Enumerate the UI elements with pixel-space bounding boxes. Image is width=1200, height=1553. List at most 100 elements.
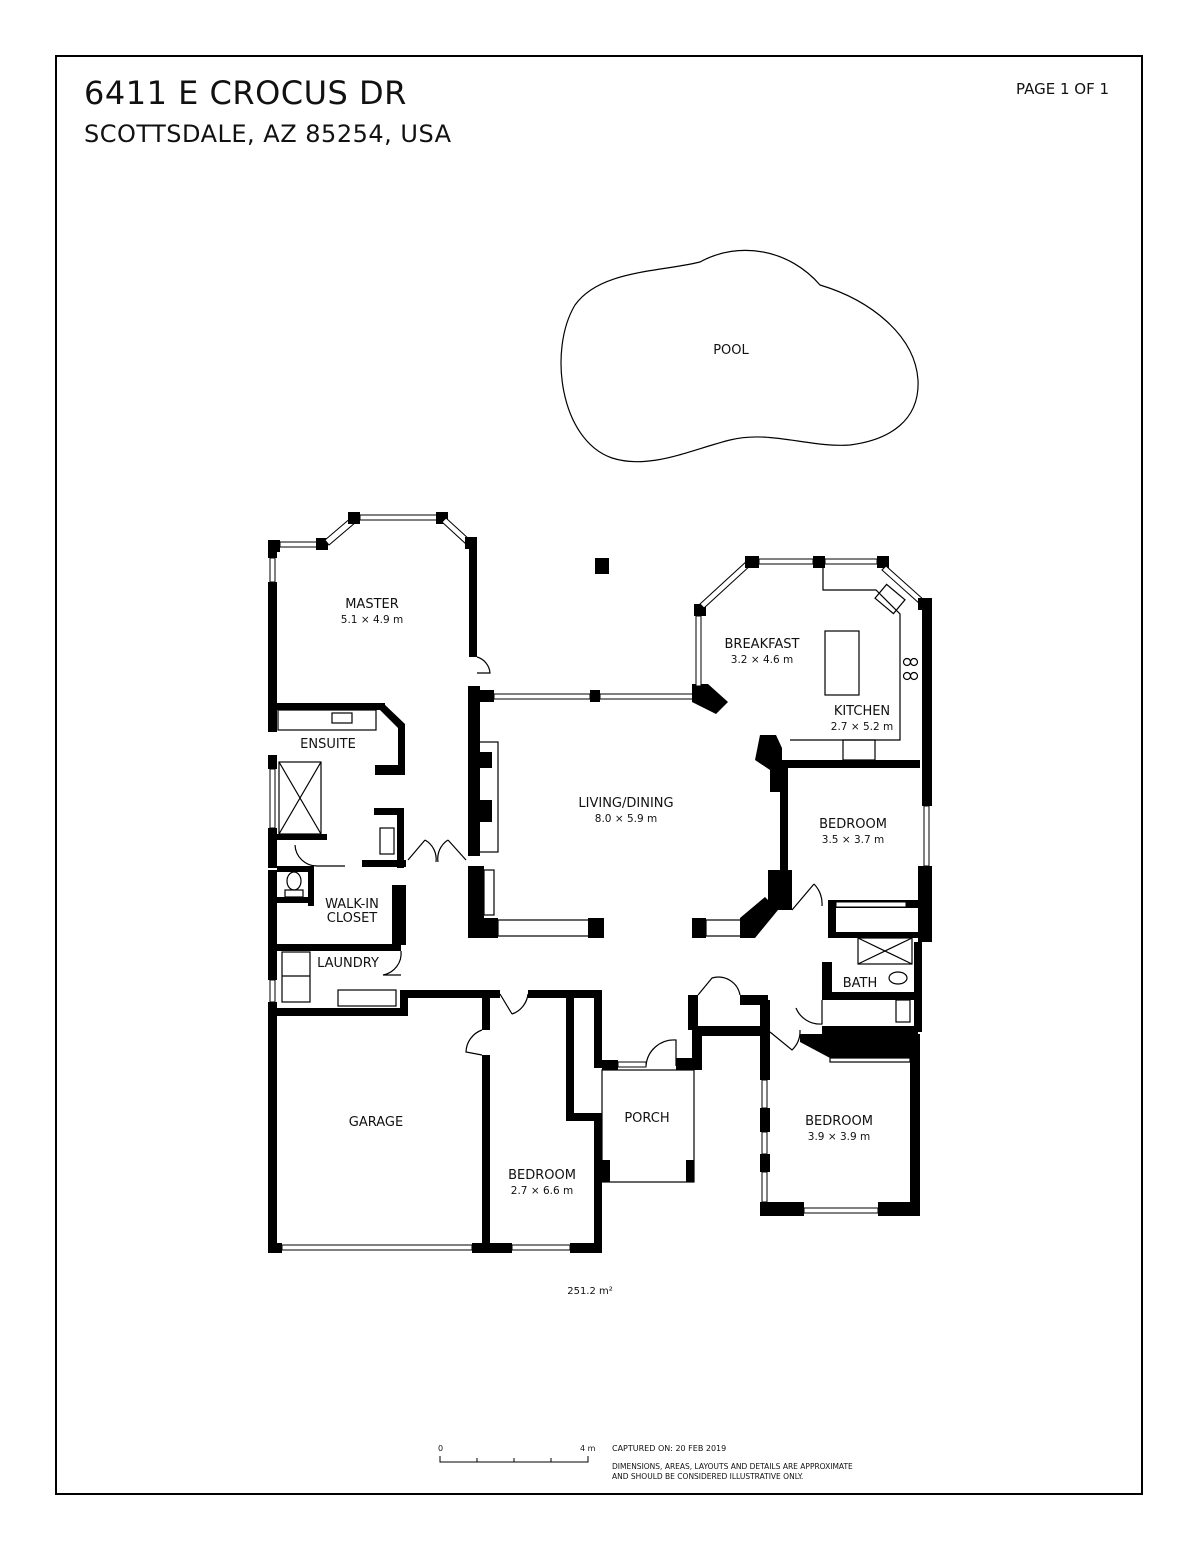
wall bbox=[566, 1113, 602, 1121]
fridge bbox=[842, 739, 876, 761]
wall bbox=[268, 828, 277, 868]
kitchen-island bbox=[824, 630, 860, 696]
window bbox=[761, 1171, 768, 1203]
wall bbox=[594, 1113, 602, 1253]
wall bbox=[392, 885, 406, 945]
closet-rail bbox=[567, 1004, 573, 1106]
wall bbox=[590, 690, 600, 702]
window bbox=[761, 1079, 768, 1109]
wall bbox=[760, 1154, 770, 1172]
wall bbox=[780, 760, 920, 768]
scale-start-label: 0 bbox=[438, 1444, 444, 1453]
porch-outline bbox=[601, 1069, 695, 1183]
door-swing bbox=[645, 1039, 677, 1067]
cabinet bbox=[475, 741, 499, 853]
counter bbox=[337, 989, 397, 1007]
door-swing bbox=[791, 883, 823, 911]
room-label: KITCHEN bbox=[834, 704, 890, 719]
window bbox=[269, 979, 276, 1003]
wall bbox=[277, 897, 313, 903]
wall bbox=[277, 866, 313, 872]
door-swing bbox=[294, 844, 318, 867]
wall bbox=[277, 703, 385, 710]
vanity bbox=[277, 709, 377, 731]
wall bbox=[476, 752, 492, 768]
wall bbox=[468, 918, 498, 938]
room-dims: 2.7 × 6.6 m bbox=[511, 1185, 573, 1197]
wall bbox=[268, 1243, 282, 1253]
wall bbox=[692, 918, 706, 938]
room-dims: 8.0 × 5.9 m bbox=[595, 813, 657, 825]
wall bbox=[397, 808, 404, 868]
window bbox=[699, 559, 753, 609]
wall bbox=[375, 703, 405, 775]
kitchen-sink bbox=[874, 583, 906, 615]
scale-bar bbox=[439, 1456, 589, 1463]
wall bbox=[348, 512, 360, 524]
wall bbox=[570, 1243, 602, 1253]
wall bbox=[914, 942, 922, 1032]
wall bbox=[268, 582, 277, 732]
wall bbox=[490, 990, 500, 998]
washer bbox=[281, 951, 311, 1003]
toilet bbox=[888, 971, 908, 985]
total-area: 251.2 m² bbox=[567, 1286, 613, 1297]
wall bbox=[472, 1243, 512, 1253]
stove-burner bbox=[902, 671, 912, 681]
shower-line bbox=[278, 761, 322, 835]
wall bbox=[878, 1202, 920, 1216]
window bbox=[269, 557, 276, 583]
double-door bbox=[407, 839, 467, 863]
wall bbox=[470, 690, 494, 702]
wall bbox=[588, 918, 604, 938]
kitchen-counter bbox=[790, 568, 901, 741]
room-label: BREAKFAST bbox=[725, 637, 800, 652]
door-swing bbox=[476, 656, 491, 674]
wall bbox=[602, 1160, 610, 1182]
door-swing bbox=[499, 993, 529, 1015]
window bbox=[279, 541, 321, 548]
wall bbox=[692, 1026, 768, 1036]
wall bbox=[828, 932, 918, 938]
wall bbox=[822, 962, 832, 998]
window bbox=[758, 558, 814, 565]
wall bbox=[602, 1060, 618, 1070]
room-dims: 3.2 × 4.6 m bbox=[731, 654, 793, 666]
wall bbox=[400, 990, 408, 1016]
disclaimer-line: DIMENSIONS, AREAS, LAYOUTS AND DETAILS A… bbox=[612, 1462, 853, 1471]
room-label: PORCH bbox=[624, 1111, 669, 1126]
wall bbox=[374, 808, 404, 815]
wall bbox=[268, 1002, 277, 1252]
garage-door bbox=[281, 1244, 473, 1251]
wall bbox=[688, 995, 698, 1030]
wall bbox=[692, 1036, 702, 1070]
page-frame bbox=[55, 55, 1143, 1495]
door-swing bbox=[795, 1000, 823, 1025]
wall bbox=[528, 990, 602, 998]
wall bbox=[469, 545, 477, 657]
room-label: MASTER bbox=[345, 597, 399, 612]
wall bbox=[408, 990, 490, 998]
wall bbox=[482, 990, 490, 1030]
stove-burner bbox=[902, 657, 912, 667]
window bbox=[269, 768, 276, 829]
capture-date: CAPTURED ON: 20 FEB 2019 bbox=[612, 1444, 727, 1453]
window bbox=[835, 901, 907, 908]
wall bbox=[268, 870, 277, 980]
wall bbox=[566, 998, 574, 1120]
room-label: LIVING/DINING bbox=[578, 796, 673, 811]
room-label: GARAGE bbox=[349, 1115, 403, 1130]
wall bbox=[268, 755, 277, 769]
property-address: 6411 E CROCUS DR bbox=[84, 74, 407, 112]
window bbox=[359, 514, 439, 521]
column bbox=[595, 558, 609, 574]
wall bbox=[277, 1008, 407, 1016]
wall bbox=[482, 1055, 490, 1252]
sink bbox=[895, 999, 911, 1023]
shelf bbox=[394, 892, 402, 924]
stove-burner bbox=[909, 671, 919, 681]
wall bbox=[822, 1026, 918, 1034]
wall bbox=[760, 1108, 770, 1132]
room-label: BEDROOM bbox=[819, 817, 887, 832]
